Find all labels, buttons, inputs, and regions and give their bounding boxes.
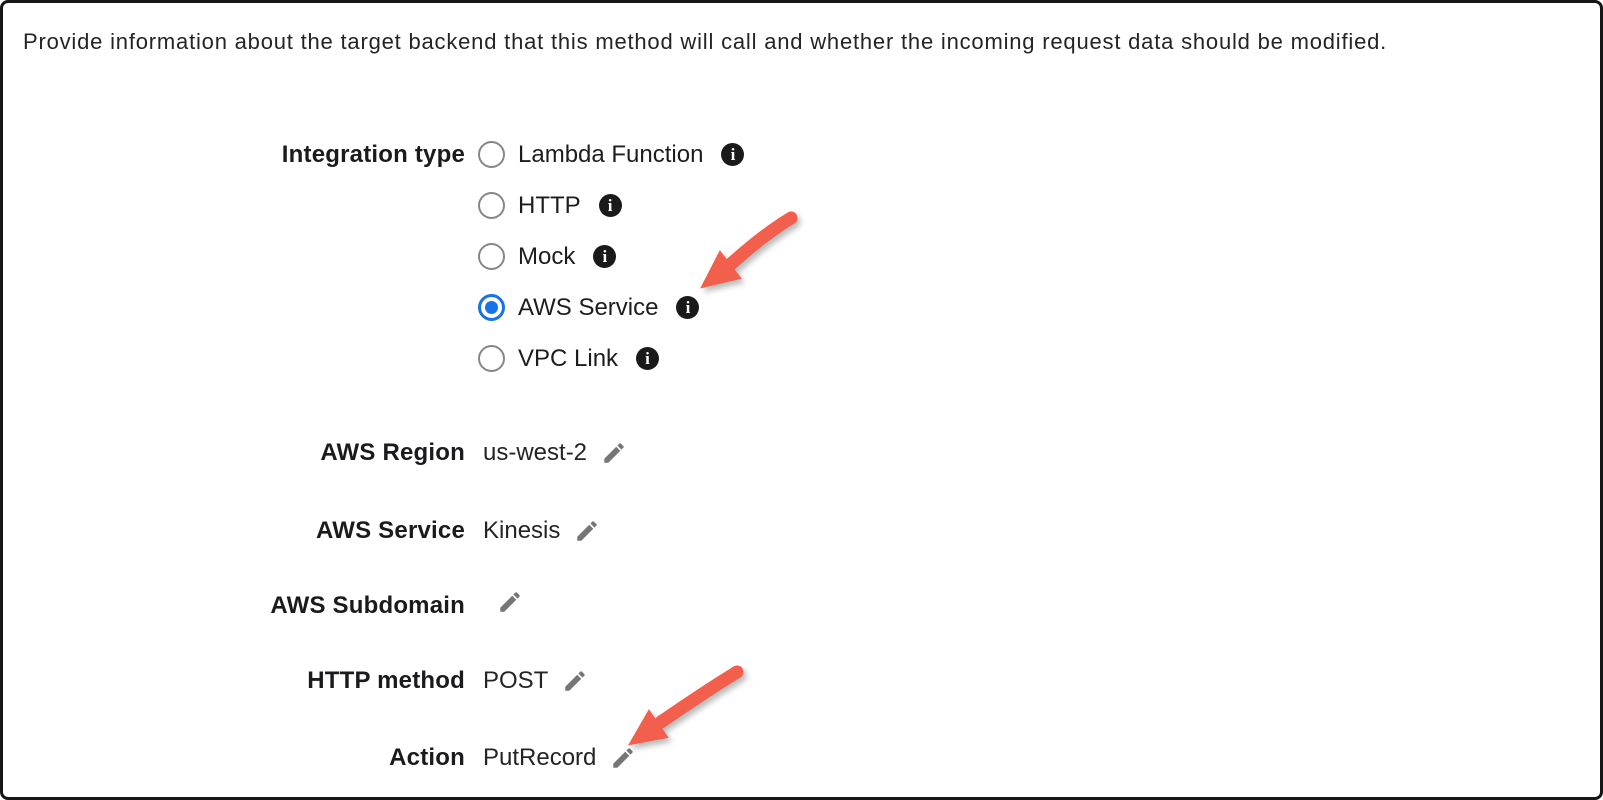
page-description: Provide information about the target bac… [23, 29, 1388, 54]
action-label: Action [389, 744, 465, 771]
radio-option-vpc-link[interactable]: VPC Link i [478, 333, 744, 384]
field-row-action: Action PutRecord [3, 741, 1600, 775]
pencil-edit-icon[interactable] [562, 668, 588, 694]
radio-option-label: Lambda Function [518, 140, 704, 168]
aws-region-value: us-west-2 [483, 439, 588, 466]
radio-option-label: HTTP [518, 191, 581, 219]
radio-option-aws-service[interactable]: AWS Service i [478, 282, 744, 333]
pencil-edit-icon[interactable] [497, 589, 523, 615]
aws-service-label: AWS Service [316, 517, 465, 544]
pencil-edit-icon[interactable] [610, 745, 636, 771]
pencil-edit-icon[interactable] [574, 518, 600, 544]
aws-subdomain-label: AWS Subdomain [270, 592, 465, 619]
radio-option-lambda-function[interactable]: Lambda Function i [478, 129, 745, 180]
aws-service-value: Kinesis [483, 517, 561, 544]
radio-button-unselected-icon[interactable] [478, 141, 505, 168]
integration-type-options: Lambda Function i HTTP i Mock i AWS Serv… [478, 129, 745, 384]
radio-option-label: Mock [518, 242, 576, 270]
radio-option-http[interactable]: HTTP i [478, 180, 744, 231]
radio-button-unselected-icon[interactable] [478, 345, 505, 372]
pencil-edit-icon[interactable] [601, 440, 627, 466]
field-row-aws-service: AWS Service Kinesis [3, 514, 1600, 548]
integration-type-label: Integration type [281, 141, 465, 168]
radio-option-mock[interactable]: Mock i [478, 231, 744, 282]
info-icon[interactable]: i [598, 194, 622, 217]
http-method-label: HTTP method [307, 667, 465, 694]
radio-button-unselected-icon[interactable] [478, 192, 505, 219]
aws-region-label: AWS Region [320, 439, 465, 466]
field-row-aws-region: AWS Region us-west-2 [3, 436, 1600, 470]
info-icon[interactable]: i [593, 245, 617, 268]
radio-option-label: VPC Link [518, 344, 619, 372]
http-method-value: POST [483, 667, 549, 694]
info-icon[interactable]: i [676, 296, 700, 319]
info-icon[interactable]: i [721, 143, 745, 166]
field-row-aws-subdomain: AWS Subdomain [3, 589, 1600, 623]
field-row-http-method: HTTP method POST [3, 664, 1600, 698]
info-icon[interactable]: i [636, 347, 660, 370]
action-value: PutRecord [483, 744, 597, 771]
radio-button-unselected-icon[interactable] [478, 243, 505, 270]
radio-option-label: AWS Service [518, 293, 659, 321]
radio-button-selected-icon[interactable] [478, 294, 505, 321]
